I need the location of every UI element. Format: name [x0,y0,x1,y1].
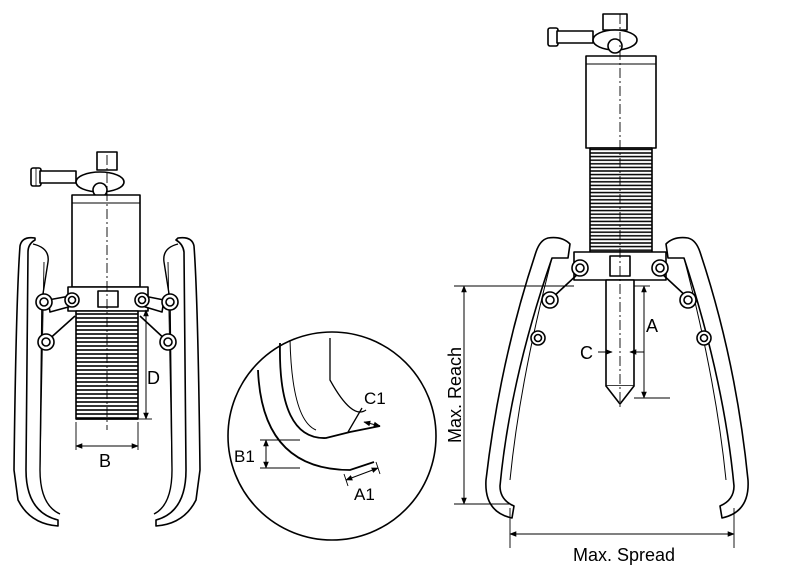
left-cylinder [71,194,141,288]
right-spindle-thread [589,147,653,253]
left-puller-left-arm [13,236,59,527]
label-b: B [99,451,111,471]
label-b1: B1 [234,447,255,466]
label-a1: A1 [354,485,375,504]
right-puller-left-arm [485,236,571,519]
right-cylinder [585,55,657,149]
label-c1: C1 [364,389,386,408]
label-max-reach: Max. Reach [445,347,465,443]
right-puller [454,13,749,548]
left-puller-right-arm [155,236,201,527]
left-pivots [35,292,179,351]
label-a: A [646,316,658,336]
label-max-spread: Max. Spread [573,545,675,565]
jaw-detail [227,331,437,541]
left-spindle [75,310,139,420]
left-puller [13,151,201,527]
right-valve-handle [547,13,638,54]
label-c: C [580,343,593,363]
right-pivots [530,259,712,346]
label-d: D [147,368,160,388]
left-valve-handle [30,151,125,198]
right-puller-right-arm [665,236,749,519]
